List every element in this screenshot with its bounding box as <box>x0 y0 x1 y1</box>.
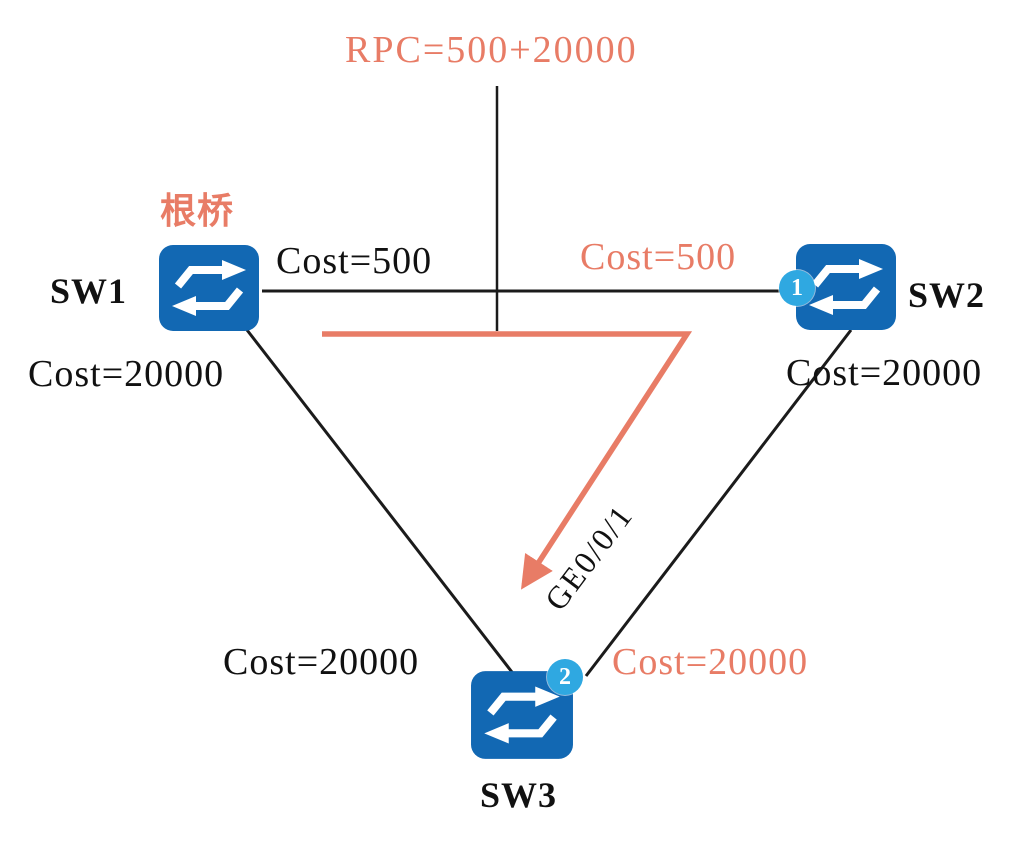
sw1-label: SW1 <box>50 271 128 311</box>
sw2-label: SW2 <box>908 275 986 315</box>
sw3-port-badge-number: 2 <box>559 663 571 690</box>
rpc-annotation: RPC=500+20000 <box>345 29 638 71</box>
sw3-label: SW3 <box>480 775 558 815</box>
cost-label-sw2-sw3-near-sw3: Cost=20000 <box>612 641 809 683</box>
sw3-switch-icon <box>470 670 574 760</box>
link-sw1-sw3 <box>245 329 517 677</box>
cost-label-sw1-sw3-near-sw1: Cost=20000 <box>28 353 225 395</box>
cost-label-sw1-sw3-near-sw3: Cost=20000 <box>223 641 420 683</box>
sw3-port-badge: 2 <box>547 659 583 695</box>
rpc-path-arrow <box>322 331 693 590</box>
link-sw2-sw3 <box>584 329 853 677</box>
cost-label-sw1-sw2-near-sw1: Cost=500 <box>276 240 433 282</box>
sw2-port-badge-number: 1 <box>791 274 803 301</box>
sw2-switch-icon <box>795 243 897 331</box>
cost-label-sw2-sw3-near-sw2: Cost=20000 <box>786 352 983 394</box>
cost-label-sw1-sw2-near-sw2: Cost=500 <box>580 236 737 278</box>
root-bridge-label: 根桥 <box>160 191 235 231</box>
sw1-switch-icon <box>158 244 260 332</box>
sw2-port-badge: 1 <box>779 270 815 306</box>
